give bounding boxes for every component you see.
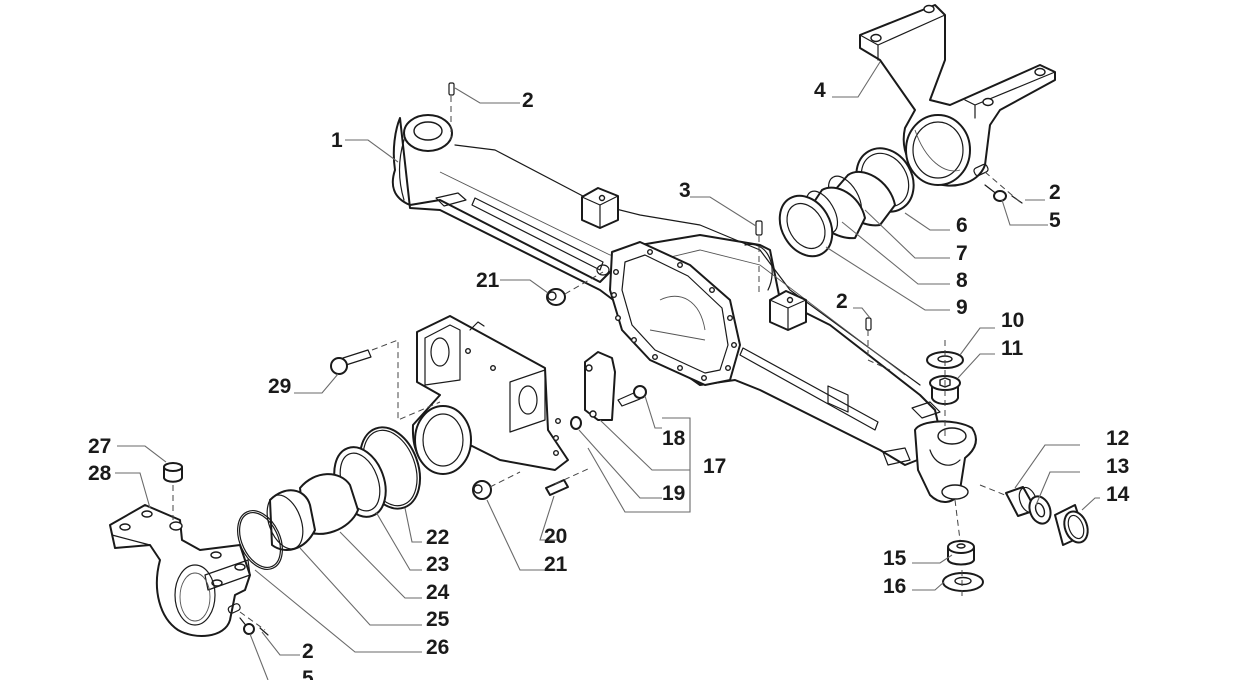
callout-7: 7 <box>956 242 968 265</box>
bushing-15[interactable] <box>947 540 975 566</box>
callout-9: 9 <box>956 296 968 319</box>
axle-housing[interactable] <box>391 114 977 503</box>
steering-knuckle-right[interactable] <box>859 4 1056 187</box>
pin-5-right[interactable] <box>984 184 1007 202</box>
callout-2: 2 <box>302 640 314 663</box>
grease-nipple-2-left[interactable] <box>259 627 269 636</box>
axle-support-bracket[interactable] <box>411 315 569 475</box>
callout-2: 2 <box>1049 181 1061 204</box>
assembly-lines <box>172 96 1021 631</box>
callout-19: 19 <box>662 482 685 505</box>
flange-bolt-holes <box>611 248 738 382</box>
plug-21-bottom[interactable] <box>472 480 492 500</box>
bushing-14[interactable] <box>1054 504 1092 546</box>
callout-23: 23 <box>426 553 449 576</box>
washer-16[interactable] <box>942 572 984 592</box>
callout-17: 17 <box>703 455 726 478</box>
callout-3: 3 <box>679 179 691 202</box>
callout-8: 8 <box>956 269 968 292</box>
callout-5: 5 <box>1049 209 1061 232</box>
callout-16: 16 <box>883 575 906 598</box>
callout-18: 18 <box>662 427 686 450</box>
grease-nipple-2-top[interactable] <box>448 82 455 96</box>
callout-15: 15 <box>883 547 907 570</box>
callout-25: 25 <box>426 608 450 631</box>
callout-labels: 1 2 3 4 2 5 6 7 8 9 2 10 11 12 13 14 15 … <box>88 79 1130 680</box>
callout-14: 14 <box>1106 483 1130 506</box>
callout-10: 10 <box>1001 309 1024 332</box>
callout-21: 21 <box>476 269 500 292</box>
callout-5: 5 <box>302 667 314 680</box>
callout-12: 12 <box>1106 427 1129 450</box>
plug-21-top[interactable] <box>546 288 566 306</box>
callout-13: 13 <box>1106 455 1129 478</box>
callout-28: 28 <box>88 462 112 485</box>
callout-4: 4 <box>814 79 826 102</box>
pin-20[interactable] <box>545 479 569 496</box>
callout-21: 21 <box>544 553 568 576</box>
callout-26: 26 <box>426 636 449 659</box>
callout-22: 22 <box>426 526 449 549</box>
plug-27[interactable] <box>163 462 183 483</box>
callout-2: 2 <box>836 290 848 313</box>
dowel-19[interactable] <box>570 416 582 430</box>
bolt-18[interactable] <box>617 385 647 407</box>
bearing-cup-24[interactable] <box>299 473 359 535</box>
callout-2: 2 <box>522 89 534 112</box>
bolt-29[interactable] <box>330 349 372 375</box>
callout-20: 20 <box>544 525 567 548</box>
callout-27: 27 <box>88 435 111 458</box>
breather-3[interactable] <box>755 220 763 236</box>
seal-ring-9[interactable] <box>769 186 843 265</box>
callout-1: 1 <box>331 129 343 152</box>
callout-29: 29 <box>268 375 291 398</box>
callout-24: 24 <box>426 581 450 604</box>
grease-nipple-2-mid[interactable] <box>865 317 872 331</box>
seal-13[interactable] <box>1026 493 1054 526</box>
support-cap[interactable] <box>584 351 616 421</box>
callout-6: 6 <box>956 214 968 237</box>
pin-5-left[interactable] <box>239 617 255 635</box>
bearing-cone-25[interactable] <box>260 489 316 554</box>
callout-11: 11 <box>1001 337 1024 360</box>
steering-knuckle-left[interactable] <box>109 504 251 637</box>
leader-lines <box>115 61 1100 680</box>
